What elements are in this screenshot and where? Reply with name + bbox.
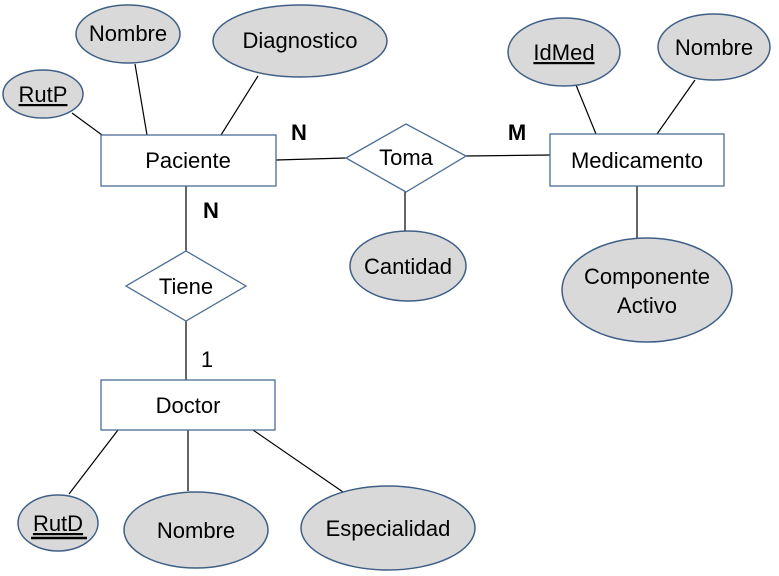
line-diagnostico-paciente	[220, 75, 259, 136]
line-nombre-medicamento	[656, 79, 696, 135]
cardinality-paciente-toma: N	[291, 120, 307, 145]
entity-paciente-label: Paciente	[145, 148, 231, 173]
attribute-especialidad: Especialidad	[300, 485, 476, 571]
line-nombre-paciente	[134, 63, 148, 136]
cardinality-paciente-tiene: N	[203, 198, 219, 223]
attribute-componente-label-line1: Componente	[584, 264, 710, 289]
cardinality-tiene-doctor: 1	[201, 347, 213, 372]
line-rutp-paciente	[71, 112, 103, 136]
entity-medicamento: Medicamento	[549, 133, 725, 187]
entity-paciente: Paciente	[100, 134, 277, 187]
line-doctor-rutd	[68, 429, 119, 495]
attribute-componente-activo: Componente Activo	[561, 237, 733, 343]
attribute-nombre-doctor: Nombre	[123, 491, 269, 569]
attribute-nombre-medicamento-label: Nombre	[675, 35, 753, 60]
attribute-idmed: IdMed	[507, 17, 621, 87]
attribute-rutp: RutP	[2, 69, 84, 119]
relationship-tiene-label: Tiene	[159, 274, 213, 299]
cardinality-toma-medicamento: M	[508, 120, 526, 145]
entity-medicamento-label: Medicamento	[571, 148, 703, 173]
line-toma-medicamento	[465, 154, 551, 157]
attribute-rutd-label: RutD	[33, 511, 83, 536]
relationship-toma: Toma	[344, 123, 468, 193]
attribute-nombre-medicamento: Nombre	[657, 13, 771, 81]
relationship-toma-label: Toma	[379, 145, 434, 170]
attribute-rutd: RutD	[17, 494, 99, 552]
connector-lines	[68, 63, 696, 495]
attribute-componente-label-line2: Activo	[617, 293, 677, 318]
attribute-cantidad: Cantidad	[349, 230, 467, 302]
attribute-idmed-label: IdMed	[533, 40, 594, 65]
attribute-rutp-label: RutP	[19, 82, 68, 107]
relationship-tiene: Tiene	[124, 250, 248, 322]
entity-doctor: Doctor	[100, 379, 276, 431]
attribute-diagnostico: Diagnostico	[212, 4, 388, 78]
attribute-nombre-doctor-label: Nombre	[157, 518, 235, 543]
entity-doctor-label: Doctor	[156, 393, 221, 418]
line-idmed-medicamento	[575, 84, 597, 135]
attribute-diagnostico-label: Diagnostico	[243, 28, 358, 53]
line-paciente-toma	[275, 157, 347, 161]
attribute-especialidad-label: Especialidad	[326, 516, 451, 541]
attribute-cantidad-label: Cantidad	[364, 254, 452, 279]
line-doctor-especialidad	[252, 429, 344, 493]
attribute-nombre-paciente: Nombre	[75, 4, 181, 64]
attribute-nombre-paciente-label: Nombre	[89, 21, 167, 46]
